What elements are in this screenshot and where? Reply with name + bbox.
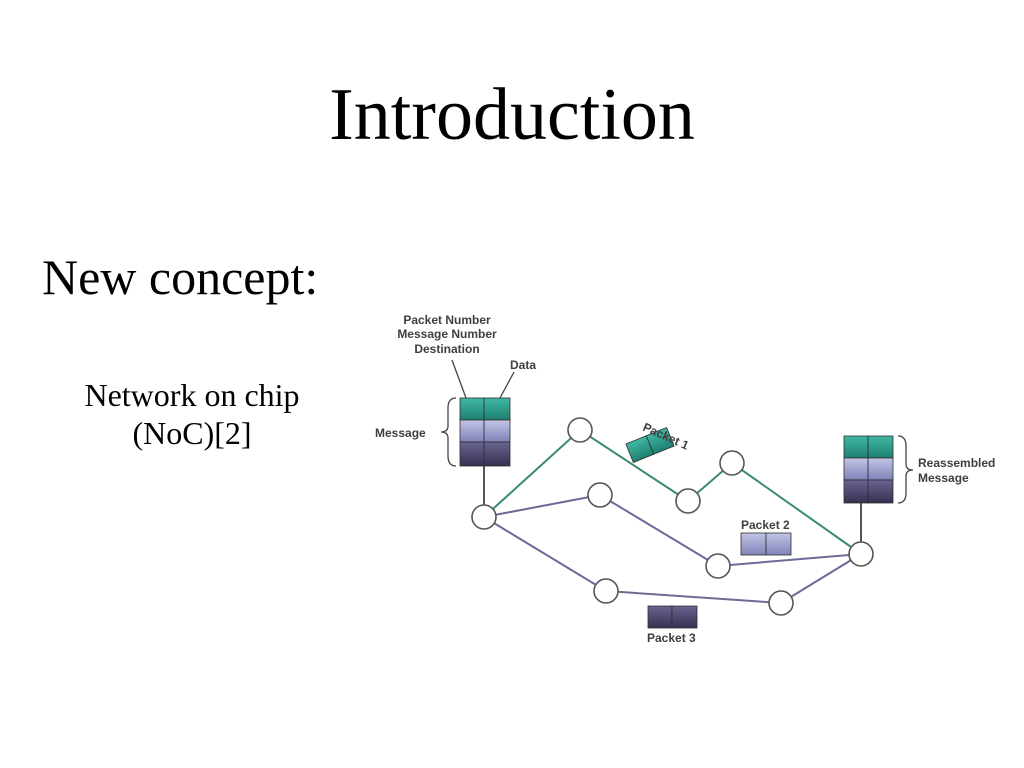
label-reassembled-message: Message	[918, 471, 969, 485]
label-reassembled: Reassembled	[918, 456, 995, 470]
edge	[605, 590, 782, 604]
edge	[483, 429, 581, 518]
node	[848, 541, 874, 567]
node	[587, 482, 613, 508]
network-edges	[483, 429, 862, 604]
packet-2-block	[740, 532, 792, 556]
network-nodes	[471, 417, 874, 616]
node	[719, 450, 745, 476]
edge	[483, 516, 607, 592]
body-line-1: Network on chip	[84, 377, 300, 413]
edge	[780, 553, 862, 604]
label-destination: Destination	[414, 342, 479, 356]
node	[705, 553, 731, 579]
callout-lines	[440, 359, 914, 504]
node	[768, 590, 794, 616]
edge	[599, 494, 719, 567]
label-packet-number: Packet Number	[403, 313, 491, 327]
packet-3-block	[647, 605, 698, 629]
node	[567, 417, 593, 443]
label-packet-3: Packet 3	[647, 631, 696, 645]
label-message: Message	[375, 426, 426, 440]
slide-title: Introduction	[329, 74, 695, 156]
slide-subtitle: New concept:	[42, 249, 319, 305]
node	[593, 578, 619, 604]
edge	[731, 462, 862, 555]
packet-1-block	[625, 426, 675, 464]
reassembled-message-block	[843, 435, 894, 504]
slide-body: Network on chip (NoC)[2]	[52, 376, 332, 453]
body-line-2: (NoC)[2]	[132, 415, 252, 452]
source-message-block	[459, 397, 511, 467]
edge	[579, 429, 689, 502]
label-data: Data	[510, 358, 536, 372]
reassembled-brace	[897, 435, 914, 504]
label-message-number: Message Number	[397, 327, 497, 341]
node	[675, 488, 701, 514]
edge	[483, 494, 601, 518]
edge	[717, 553, 862, 567]
label-packet-2: Packet 2	[741, 518, 790, 532]
message-brace	[440, 397, 457, 467]
node	[471, 504, 497, 530]
